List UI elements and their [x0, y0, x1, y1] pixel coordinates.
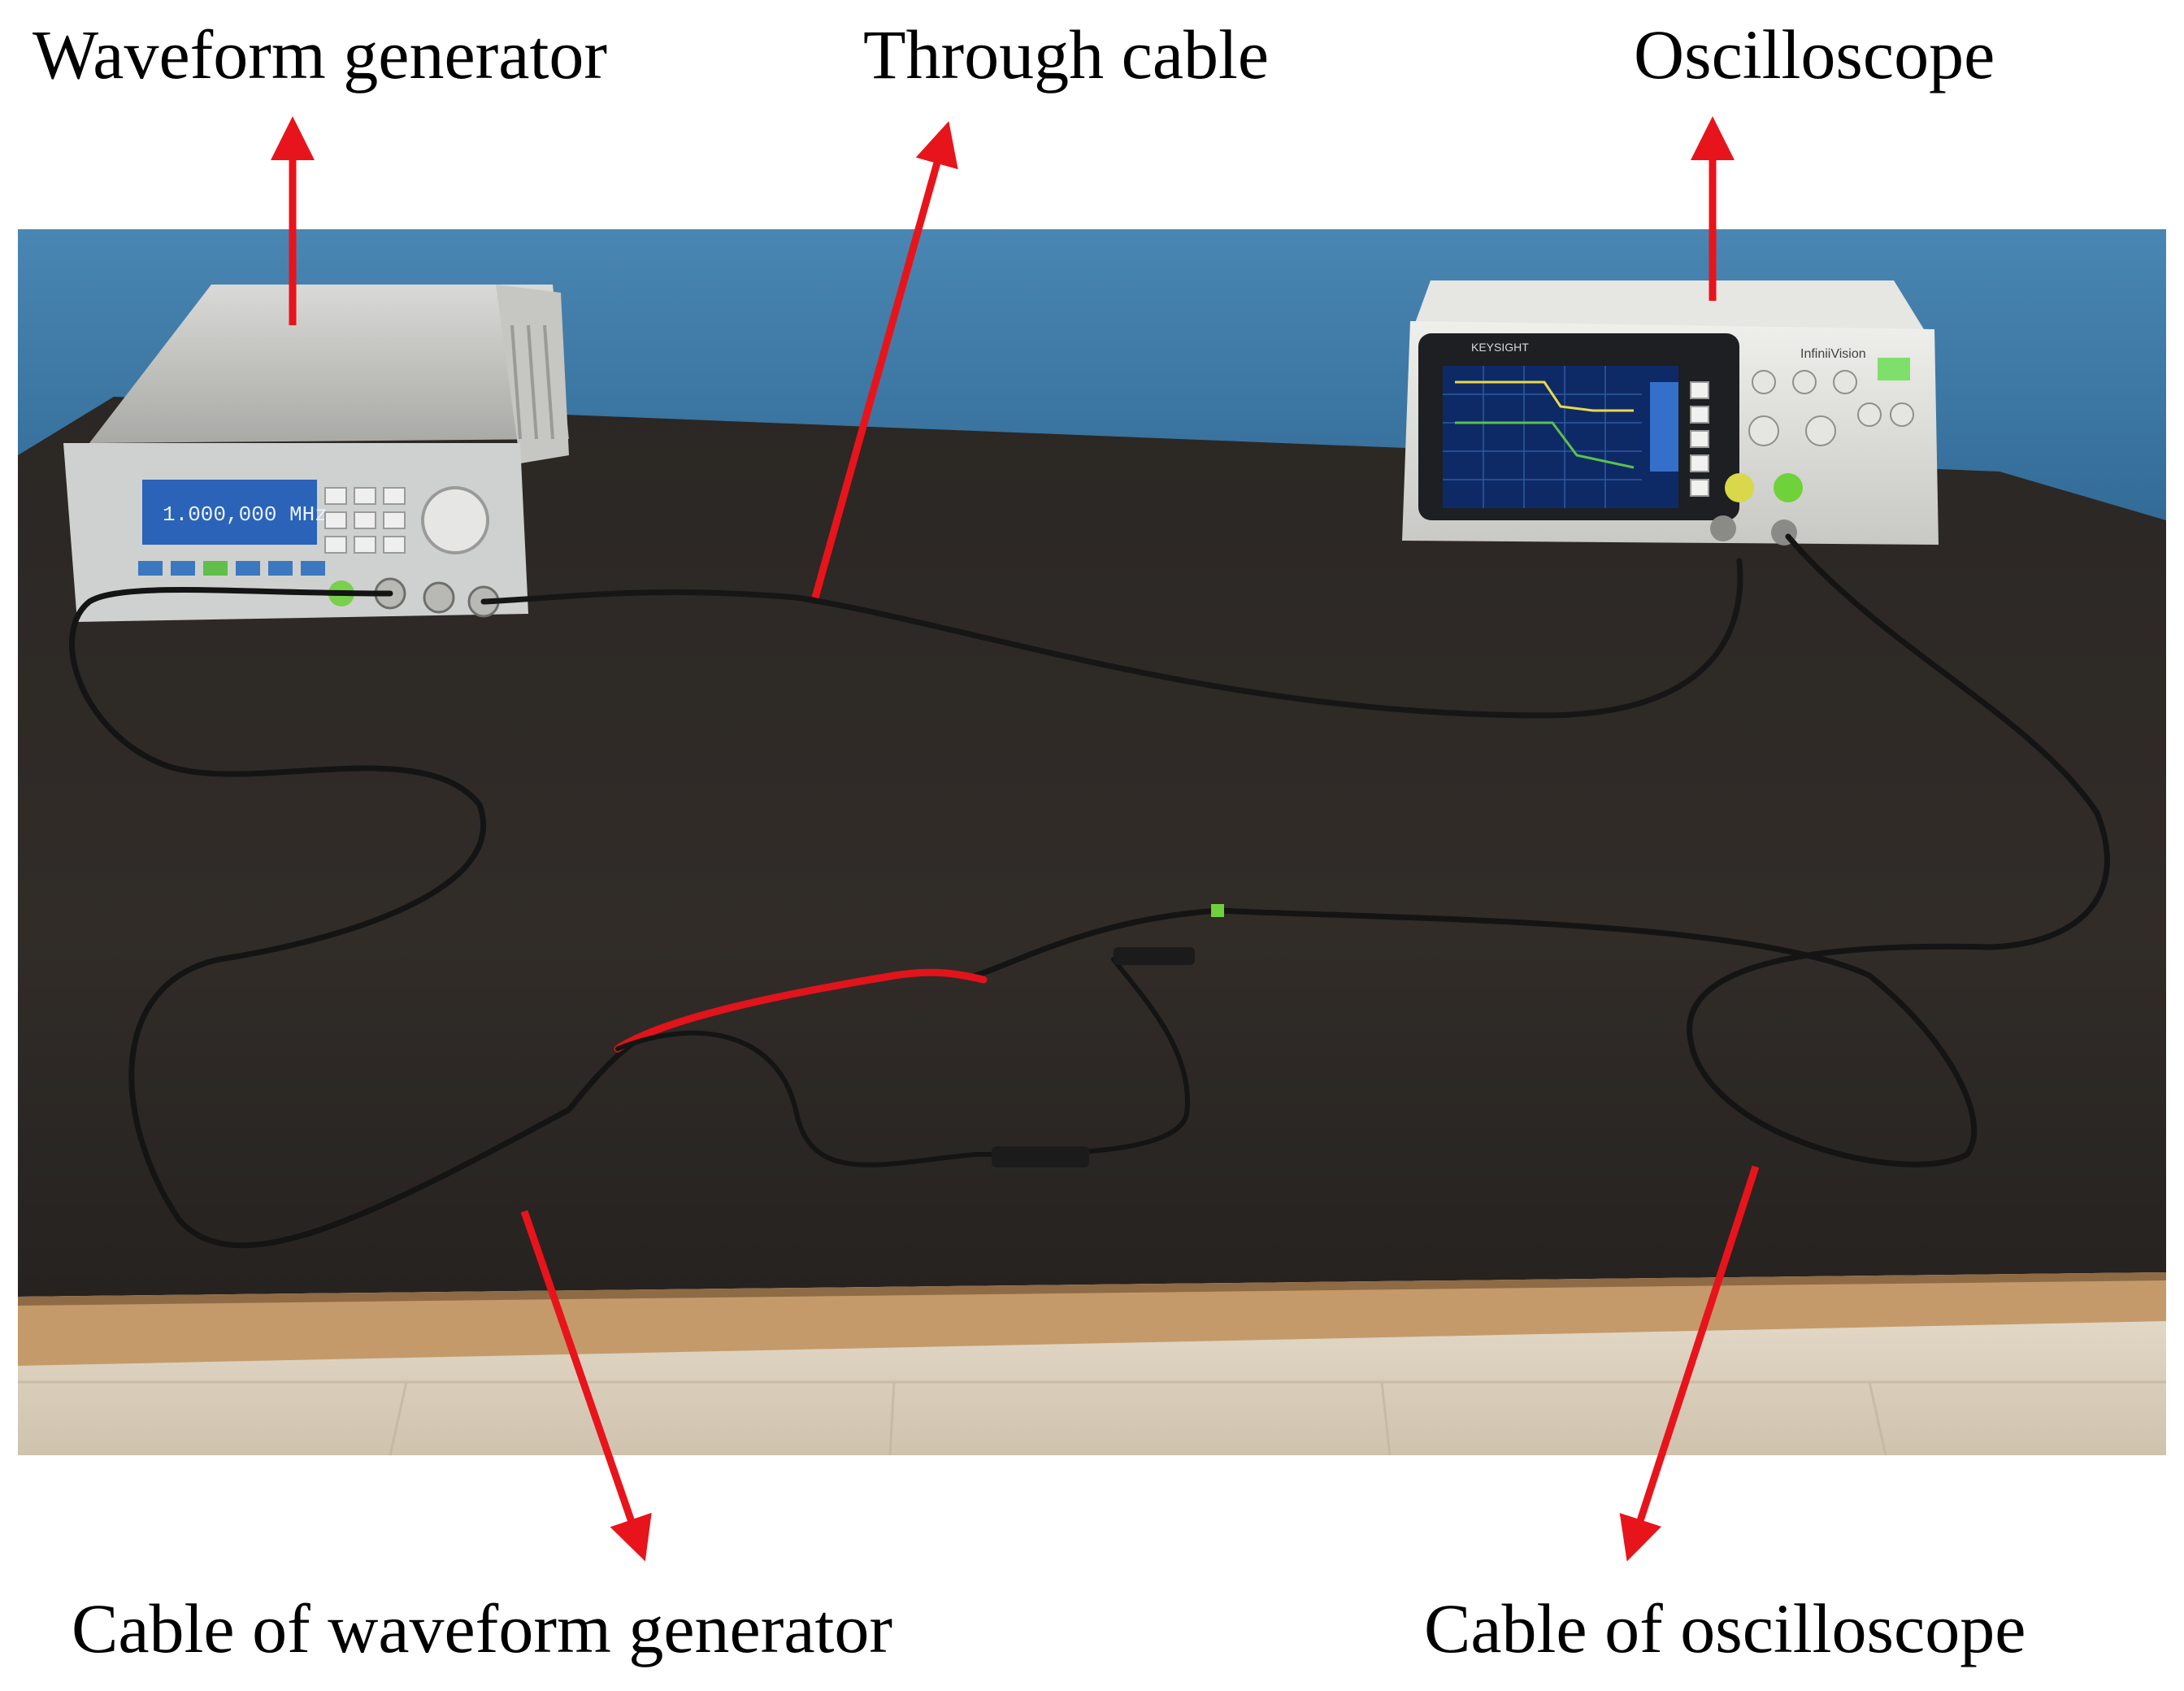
- scope-trace-green: [1455, 421, 1635, 469]
- scope-screen: [1443, 366, 1678, 508]
- waveform-generator-cable: [69, 587, 653, 1249]
- scope-controls: [1748, 370, 1914, 446]
- generator-display: [142, 480, 317, 545]
- scope-trace-yellow: [1455, 380, 1634, 412]
- scope-softkeys: [1690, 381, 1709, 497]
- through-cable: [480, 558, 1743, 719]
- scope-series: InfiniiVision: [1800, 347, 1866, 361]
- arrow-through-cable: [811, 121, 958, 599]
- label-waveform-generator: Waveform generator: [33, 15, 607, 93]
- waveform-generator: 1.000,000 MHz: [63, 285, 569, 622]
- label-through-cable: Through cable: [863, 15, 1270, 93]
- generator-knob: [421, 486, 489, 554]
- arrow-cable-waveform-generator: [520, 1210, 652, 1562]
- label-oscilloscope: Oscilloscope: [1634, 15, 1995, 93]
- scope-top: [1414, 280, 1926, 333]
- scope-grid: [1443, 366, 1642, 508]
- scope-brand: KEYSIGHT: [1471, 341, 1529, 354]
- arrow-cable-oscilloscope: [1619, 1165, 1760, 1562]
- generator-display-text: 1.000,000 MHz: [163, 502, 328, 527]
- red-probe-lead: [614, 968, 988, 1053]
- cables: [69, 533, 2110, 1249]
- label-cable-waveform-generator: Cable of waveform generator: [72, 1589, 893, 1667]
- generator-buttons: [138, 561, 325, 576]
- table-top: [18, 397, 2166, 1297]
- oscilloscope-cable: [972, 533, 2110, 1167]
- generator-keypad: [324, 487, 406, 554]
- label-cable-oscilloscope: Cable of oscilloscope: [1424, 1589, 2026, 1667]
- annotation-arrows: [271, 116, 1760, 1562]
- black-ground-lead: [615, 957, 1190, 1167]
- generator-top: [89, 285, 569, 443]
- oscilloscope: KEYSIGHT InfiniiVision: [1402, 280, 1939, 546]
